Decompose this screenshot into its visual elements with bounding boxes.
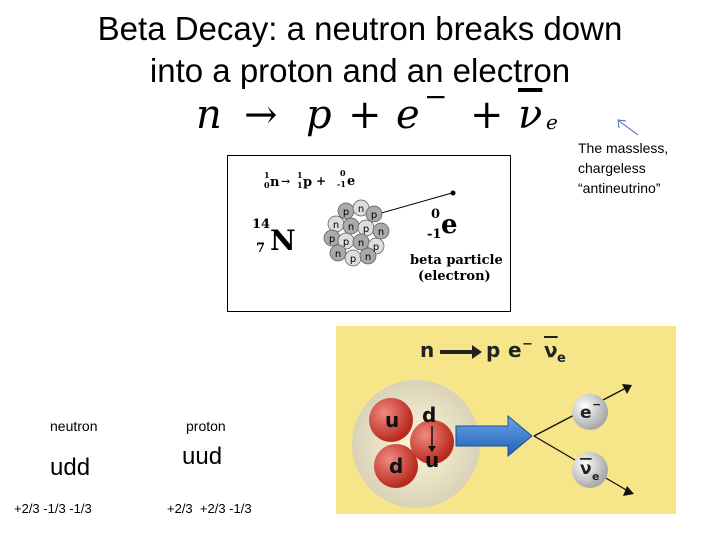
eq-arrow: → bbox=[244, 92, 278, 138]
eq-neutron: n bbox=[196, 92, 222, 138]
neutron-charges: +2/3 -1/3 -1/3 bbox=[14, 501, 92, 516]
rx-plus: + bbox=[316, 174, 326, 188]
qr-n: n bbox=[420, 338, 434, 362]
eq-antineutrino: ν bbox=[518, 92, 543, 138]
antineutrino-path-head bbox=[623, 486, 634, 496]
proton-charges: +2/3 +2/3 -1/3 bbox=[167, 501, 252, 516]
electron-path-head bbox=[622, 384, 632, 394]
rx-n-bot: 0 bbox=[264, 180, 270, 190]
svg-text:p: p bbox=[350, 254, 356, 265]
quark-d2-label: d bbox=[389, 454, 403, 478]
rx-p: p bbox=[303, 175, 312, 190]
out-nu: ν bbox=[580, 459, 592, 479]
svg-text:n: n bbox=[335, 249, 341, 260]
emitted-bot: -1 bbox=[427, 227, 441, 242]
nucleus-mass: 14 bbox=[252, 217, 270, 232]
decay-arrow bbox=[455, 414, 533, 458]
emitted-symbol: e bbox=[441, 210, 458, 240]
decay-equation: n → p + e − + ν e bbox=[188, 80, 588, 142]
slide-title: Beta Decay: a neutron breaks down into a… bbox=[40, 8, 680, 92]
proton-quarks: uud bbox=[182, 443, 223, 470]
neutron-label: neutron bbox=[50, 418, 98, 434]
out-e-sup: − bbox=[592, 398, 601, 411]
svg-text:n: n bbox=[378, 227, 384, 238]
svg-text:p: p bbox=[343, 237, 349, 248]
svg-text:n: n bbox=[358, 238, 364, 249]
eq-proton: p bbox=[306, 92, 332, 138]
svg-text:n: n bbox=[358, 204, 364, 215]
rx-e-bot: -1 bbox=[337, 179, 346, 189]
svg-text:p: p bbox=[329, 234, 335, 245]
nuclear-decay-diagram: 1 0 n → 1 1 p + 0 -1 e 14 7 N 0 -1 e bet… bbox=[227, 155, 511, 312]
eq-plus-2: + bbox=[470, 92, 504, 138]
title-line-2: into a proton and an electron bbox=[149, 52, 571, 89]
quark-u2-label: u bbox=[425, 448, 439, 472]
svg-text:p: p bbox=[343, 207, 349, 218]
svg-text:n: n bbox=[348, 222, 354, 233]
nucleus-atomic: 7 bbox=[256, 241, 265, 256]
emitted-top: 0 bbox=[431, 207, 440, 222]
eq-antineutrino-sub: e bbox=[546, 110, 558, 134]
qr-arrow bbox=[440, 345, 482, 359]
rx-arrow: → bbox=[281, 175, 290, 188]
out-nu-sub: e bbox=[592, 470, 599, 483]
quark-decay-diagram: n p e − ν e u d d u e − bbox=[336, 326, 676, 514]
proton-label: proton bbox=[186, 418, 226, 434]
nucleus-cluster bbox=[323, 199, 390, 267]
rx-e-top: 0 bbox=[340, 168, 346, 178]
quark-diagram-svg: n p e − ν e u d d u e − bbox=[352, 337, 634, 508]
antineutrino-annotation: The massless, chargeless “antineutrino” bbox=[578, 138, 718, 198]
qr-e: e bbox=[508, 338, 522, 362]
out-e: e bbox=[580, 403, 592, 423]
emission-line bbox=[377, 192, 453, 215]
quark-d1-label: d bbox=[422, 403, 436, 427]
quark-u-1 bbox=[369, 398, 413, 442]
title-line-1: Beta Decay: a neutron breaks down bbox=[97, 10, 623, 47]
nuclear-diagram-svg: 1 0 n → 1 1 p + 0 -1 e 14 7 N 0 -1 e bet… bbox=[252, 168, 503, 284]
rx-p-top: 1 bbox=[297, 170, 303, 180]
svg-text:n: n bbox=[333, 220, 339, 231]
annotation-line-3: “antineutrino” bbox=[578, 180, 661, 196]
qr-p: p bbox=[486, 338, 500, 362]
svg-text:p: p bbox=[373, 242, 379, 253]
annotation-arrow bbox=[617, 119, 639, 136]
qr-e-sup: − bbox=[522, 337, 533, 352]
rx-e: e bbox=[347, 174, 355, 189]
eq-electron: e bbox=[396, 92, 420, 138]
annotation-line-1: The massless, bbox=[578, 140, 669, 156]
rx-n-top: 1 bbox=[264, 170, 270, 180]
quark-u1-label: u bbox=[385, 408, 399, 432]
electron-sphere bbox=[572, 394, 608, 430]
eq-electron-sup: − bbox=[424, 80, 448, 113]
nucleus-symbol: N bbox=[270, 224, 296, 257]
annotation-line-2: chargeless bbox=[578, 160, 646, 176]
svg-text:p: p bbox=[371, 210, 377, 221]
quark-d-2 bbox=[374, 444, 418, 488]
qr-nu-sub: e bbox=[557, 351, 566, 366]
eq-plus-1: + bbox=[348, 92, 382, 138]
svg-text:p: p bbox=[363, 224, 369, 235]
antineutrino-sphere bbox=[572, 452, 608, 488]
qr-nu: ν bbox=[544, 338, 558, 362]
beta-particle-dot bbox=[450, 190, 456, 196]
beta-caption-1: beta particle bbox=[410, 253, 503, 268]
rx-n: n bbox=[270, 175, 280, 190]
beta-caption-2: (electron) bbox=[418, 269, 491, 284]
quark-change-arrowhead bbox=[428, 446, 436, 452]
rx-p-bot: 1 bbox=[297, 180, 303, 190]
svg-text:n: n bbox=[365, 252, 371, 263]
neutron-quarks: udd bbox=[50, 454, 91, 481]
